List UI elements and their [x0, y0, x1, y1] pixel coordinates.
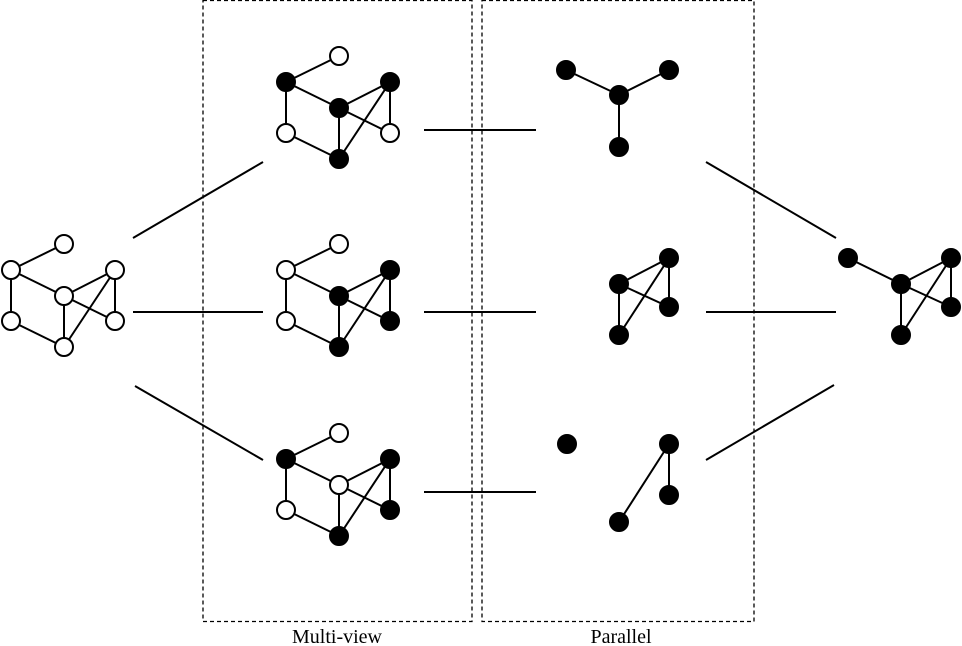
parallel-graph-3 [557, 434, 679, 532]
multi-view-frame [202, 0, 473, 623]
parallel-graph-1-node-filled [609, 137, 629, 157]
input-graph [1, 234, 125, 357]
multi-view-graph-1-node-filled [380, 72, 400, 92]
parallel-label: Parallel [590, 626, 652, 646]
multi-view-graph-2-node-hollow [276, 260, 296, 280]
input-graph-node-hollow [105, 260, 125, 280]
parallel-graph-2-edge [618, 257, 670, 336]
connector-line [705, 384, 835, 461]
multi-view-graph-2-node-hollow [276, 311, 296, 331]
connector-line [134, 385, 264, 461]
parallel-graph-3-node-filled [659, 434, 679, 454]
parallel-graph-1 [556, 60, 679, 157]
multi-view-graph-3-node-hollow [329, 423, 349, 443]
multi-view-graph-3-node-filled [329, 526, 349, 546]
parallel-graph-2-node-filled [609, 325, 629, 345]
parallel-graph-2-node-filled [659, 297, 679, 317]
multi-view-graph-2-node-hollow [329, 234, 349, 254]
multi-view-graph-1-node-hollow [380, 123, 400, 143]
multi-view-graph-2-node-filled [380, 311, 400, 331]
output-graph-node-filled [941, 248, 961, 268]
input-graph-node-hollow [54, 234, 74, 254]
multi-view-graph-3-node-filled [380, 500, 400, 520]
multi-view-graph-1-node-filled [276, 72, 296, 92]
multi-view-graph-2 [276, 234, 400, 357]
output-graph [838, 248, 961, 345]
parallel-graph-1-node-filled [659, 60, 679, 80]
parallel-graph-2-node-filled [609, 274, 629, 294]
multi-view-graph-2-node-filled [380, 260, 400, 280]
multi-view-graph-1-node-hollow [276, 123, 296, 143]
connector-line [705, 161, 837, 239]
parallel-graph-3-node-filled [659, 485, 679, 505]
input-graph-node-hollow [105, 311, 125, 331]
output-graph-node-filled [838, 248, 858, 268]
parallel-graph-2-node-filled [659, 248, 679, 268]
multi-view-graph-1-node-hollow [329, 46, 349, 66]
parallel-graph-3-edge [618, 443, 670, 523]
parallel-graph-1-node-filled [556, 60, 576, 80]
input-graph-node-hollow [1, 260, 21, 280]
graph-drawings [1, 46, 961, 546]
input-graph-node-hollow [1, 311, 21, 331]
output-graph-node-filled [891, 325, 911, 345]
multi-view-graph-3-node-filled [380, 449, 400, 469]
parallel-graph-1-node-filled [609, 85, 629, 105]
parallel-graph-2 [609, 248, 679, 345]
parallel-graph-3-node-filled [557, 434, 577, 454]
multi-view-graph-1-edge [338, 81, 391, 160]
multi-view-graph-3-node-filled [276, 449, 296, 469]
input-graph-node-hollow [54, 286, 74, 306]
multi-view-graph-2-node-filled [329, 286, 349, 306]
multi-view-graph-3-edge [338, 458, 391, 537]
output-graph-node-filled [941, 297, 961, 317]
multi-view-graph-3-node-hollow [329, 475, 349, 495]
multi-view-graph-2-edge [338, 269, 391, 348]
multi-view-label: Multi-view [292, 626, 383, 646]
multi-view-graph-2-node-filled [329, 337, 349, 357]
stage-connectors [132, 129, 837, 493]
input-graph-edge [63, 269, 116, 348]
output-graph-node-filled [891, 274, 911, 294]
connector-line [132, 161, 264, 239]
multi-view-graph-1-node-filled [329, 98, 349, 118]
multi-view-graph-3-node-hollow [276, 500, 296, 520]
parallel-graph-3-node-filled [609, 512, 629, 532]
multi-view-graph-1-node-filled [329, 149, 349, 169]
output-graph-edge [900, 257, 952, 336]
input-graph-node-hollow [54, 337, 74, 357]
multi-view-graph-1 [276, 46, 400, 169]
multi-view-graph-3 [276, 423, 400, 546]
